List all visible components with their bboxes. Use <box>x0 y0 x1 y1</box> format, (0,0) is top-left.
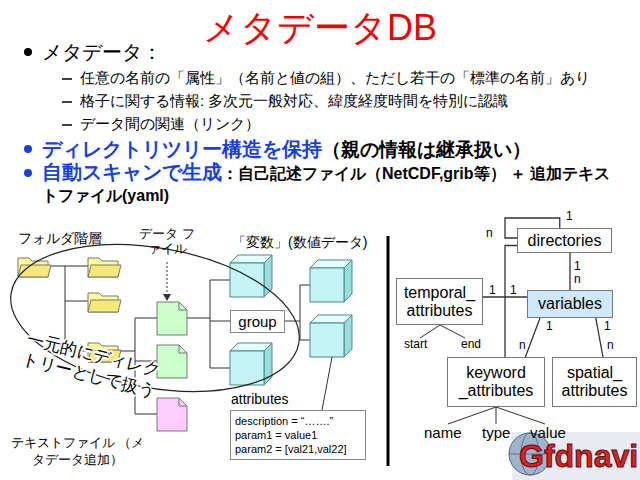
tree-line <box>187 318 210 319</box>
page-fold <box>179 398 187 406</box>
group-box: group <box>230 310 285 333</box>
box-text: directories <box>528 232 602 250</box>
table-box: spatial_ attributes <box>552 357 637 407</box>
attribute-name: end <box>461 337 481 351</box>
fork-line <box>496 407 545 424</box>
caption-label: データ ファイル <box>139 226 195 256</box>
bullet-text: （親の情報は継承扱い） <box>322 139 531 160</box>
fork-line <box>496 407 497 424</box>
caption-label: テキストファイル （メタデータ追加） <box>10 434 145 468</box>
bullet-text: 自動スキャンで生成 <box>42 161 222 183</box>
box-text: param1 = value1 <box>235 428 317 442</box>
box-text: description = “…….” <box>235 414 333 428</box>
cardinality: 1 <box>510 283 517 297</box>
bullet-dash <box>62 78 72 80</box>
page-fold <box>179 302 187 310</box>
annotation-text: 一元的にディレクトリーとして扱う <box>20 328 166 403</box>
cube-side <box>344 315 352 357</box>
logo-background <box>512 432 640 480</box>
relation-line <box>505 246 517 358</box>
attribute-name: start <box>404 337 427 351</box>
cube-front <box>230 351 264 385</box>
data-file-icon <box>157 302 187 335</box>
sub-bullet-text: 任意の名前の「属性」（名前と値の組）、ただし若干の「標準の名前」あり <box>80 69 590 87</box>
box-text: keyword _attributes <box>450 364 542 400</box>
cardinality: 1 <box>489 283 496 297</box>
tree-line <box>48 266 88 267</box>
text-file-icon <box>157 398 187 431</box>
cardinality: n <box>519 338 526 352</box>
tree-line <box>65 301 88 302</box>
fork-line <box>440 325 465 338</box>
tree-line <box>210 321 230 322</box>
cube-front <box>230 263 264 297</box>
caption-label: 「変数」(数値データ) <box>232 234 367 251</box>
table-box: temporal_ attributes <box>396 278 483 325</box>
page-fold <box>179 345 187 353</box>
relation-line <box>596 318 603 357</box>
folder-flap <box>88 300 121 312</box>
cardinality: 1 <box>574 259 581 273</box>
cube-side <box>344 260 352 302</box>
fork-line <box>448 407 496 424</box>
bullet-dash <box>62 124 72 126</box>
tree-line <box>300 285 301 340</box>
folder-flap <box>88 265 121 277</box>
bullet-text: メタデータ： <box>42 40 162 64</box>
cube-front <box>310 268 344 302</box>
bullet-dash <box>62 101 72 103</box>
cube-front <box>310 323 344 357</box>
attribute-name: name <box>424 424 462 442</box>
relation-line <box>569 253 570 290</box>
bullet-dot <box>24 169 32 177</box>
separator-line <box>387 236 390 466</box>
cardinality: n <box>607 338 614 352</box>
attribute-forks <box>420 325 545 424</box>
caption-label: フォルダ階層 <box>18 230 102 247</box>
box-text: param2 = [val21,val22] <box>235 442 347 456</box>
sub-bullet-text: 格子に関する情報: 多次元一般対応、緯度経度時間を特別に認識 <box>80 92 508 110</box>
bullet-line: ディレクトリツリー構造を保持（親の情報は継承扱い） <box>42 136 622 164</box>
cardinality: 1 <box>546 319 553 333</box>
box-heading: attributes <box>231 392 289 406</box>
box-text: temporal_ attributes <box>399 284 480 320</box>
cardinality: 1 <box>566 209 573 223</box>
box-text: variables <box>538 295 602 313</box>
tree-line <box>285 321 300 322</box>
attribute-name: type <box>482 424 510 442</box>
table-box: directories <box>517 228 612 253</box>
tree-line <box>300 285 310 286</box>
bullet-line: 自動スキャンで生成：自己記述ファイル（NetCDF,grib等） ＋ 追加テキス… <box>42 161 617 207</box>
leader-line <box>322 357 332 410</box>
box-text: spatial_ attributes <box>555 364 634 400</box>
tree-line <box>300 340 310 341</box>
box-text: group <box>238 313 276 331</box>
bullet-dot <box>24 145 32 153</box>
table-box: keyword _attributes <box>447 357 545 407</box>
pointer-line <box>167 262 168 295</box>
tree-line <box>210 280 230 281</box>
tree-line <box>210 280 211 368</box>
cardinality: 1 <box>604 319 611 333</box>
bullet-dot <box>24 48 32 56</box>
bullet-text: ディレクトリツリー構造を保持 <box>42 138 322 160</box>
cardinality: n <box>574 272 581 286</box>
table-box: variables <box>527 290 613 318</box>
pointer-head <box>163 294 171 301</box>
cubes <box>230 255 352 385</box>
logo-text: Gfdnavi <box>519 437 638 475</box>
sub-bullet-text: データ間の関連（リンク） <box>80 115 260 133</box>
relation-line <box>525 318 540 357</box>
cardinality: n <box>486 226 493 240</box>
fork-line <box>420 325 440 338</box>
tree-line <box>135 318 157 319</box>
tree-line <box>135 414 157 415</box>
grouping-ellipse <box>0 224 311 413</box>
attributes-box: attributesdescription = “…….”param1 = va… <box>230 410 366 460</box>
tree-line <box>210 368 230 369</box>
